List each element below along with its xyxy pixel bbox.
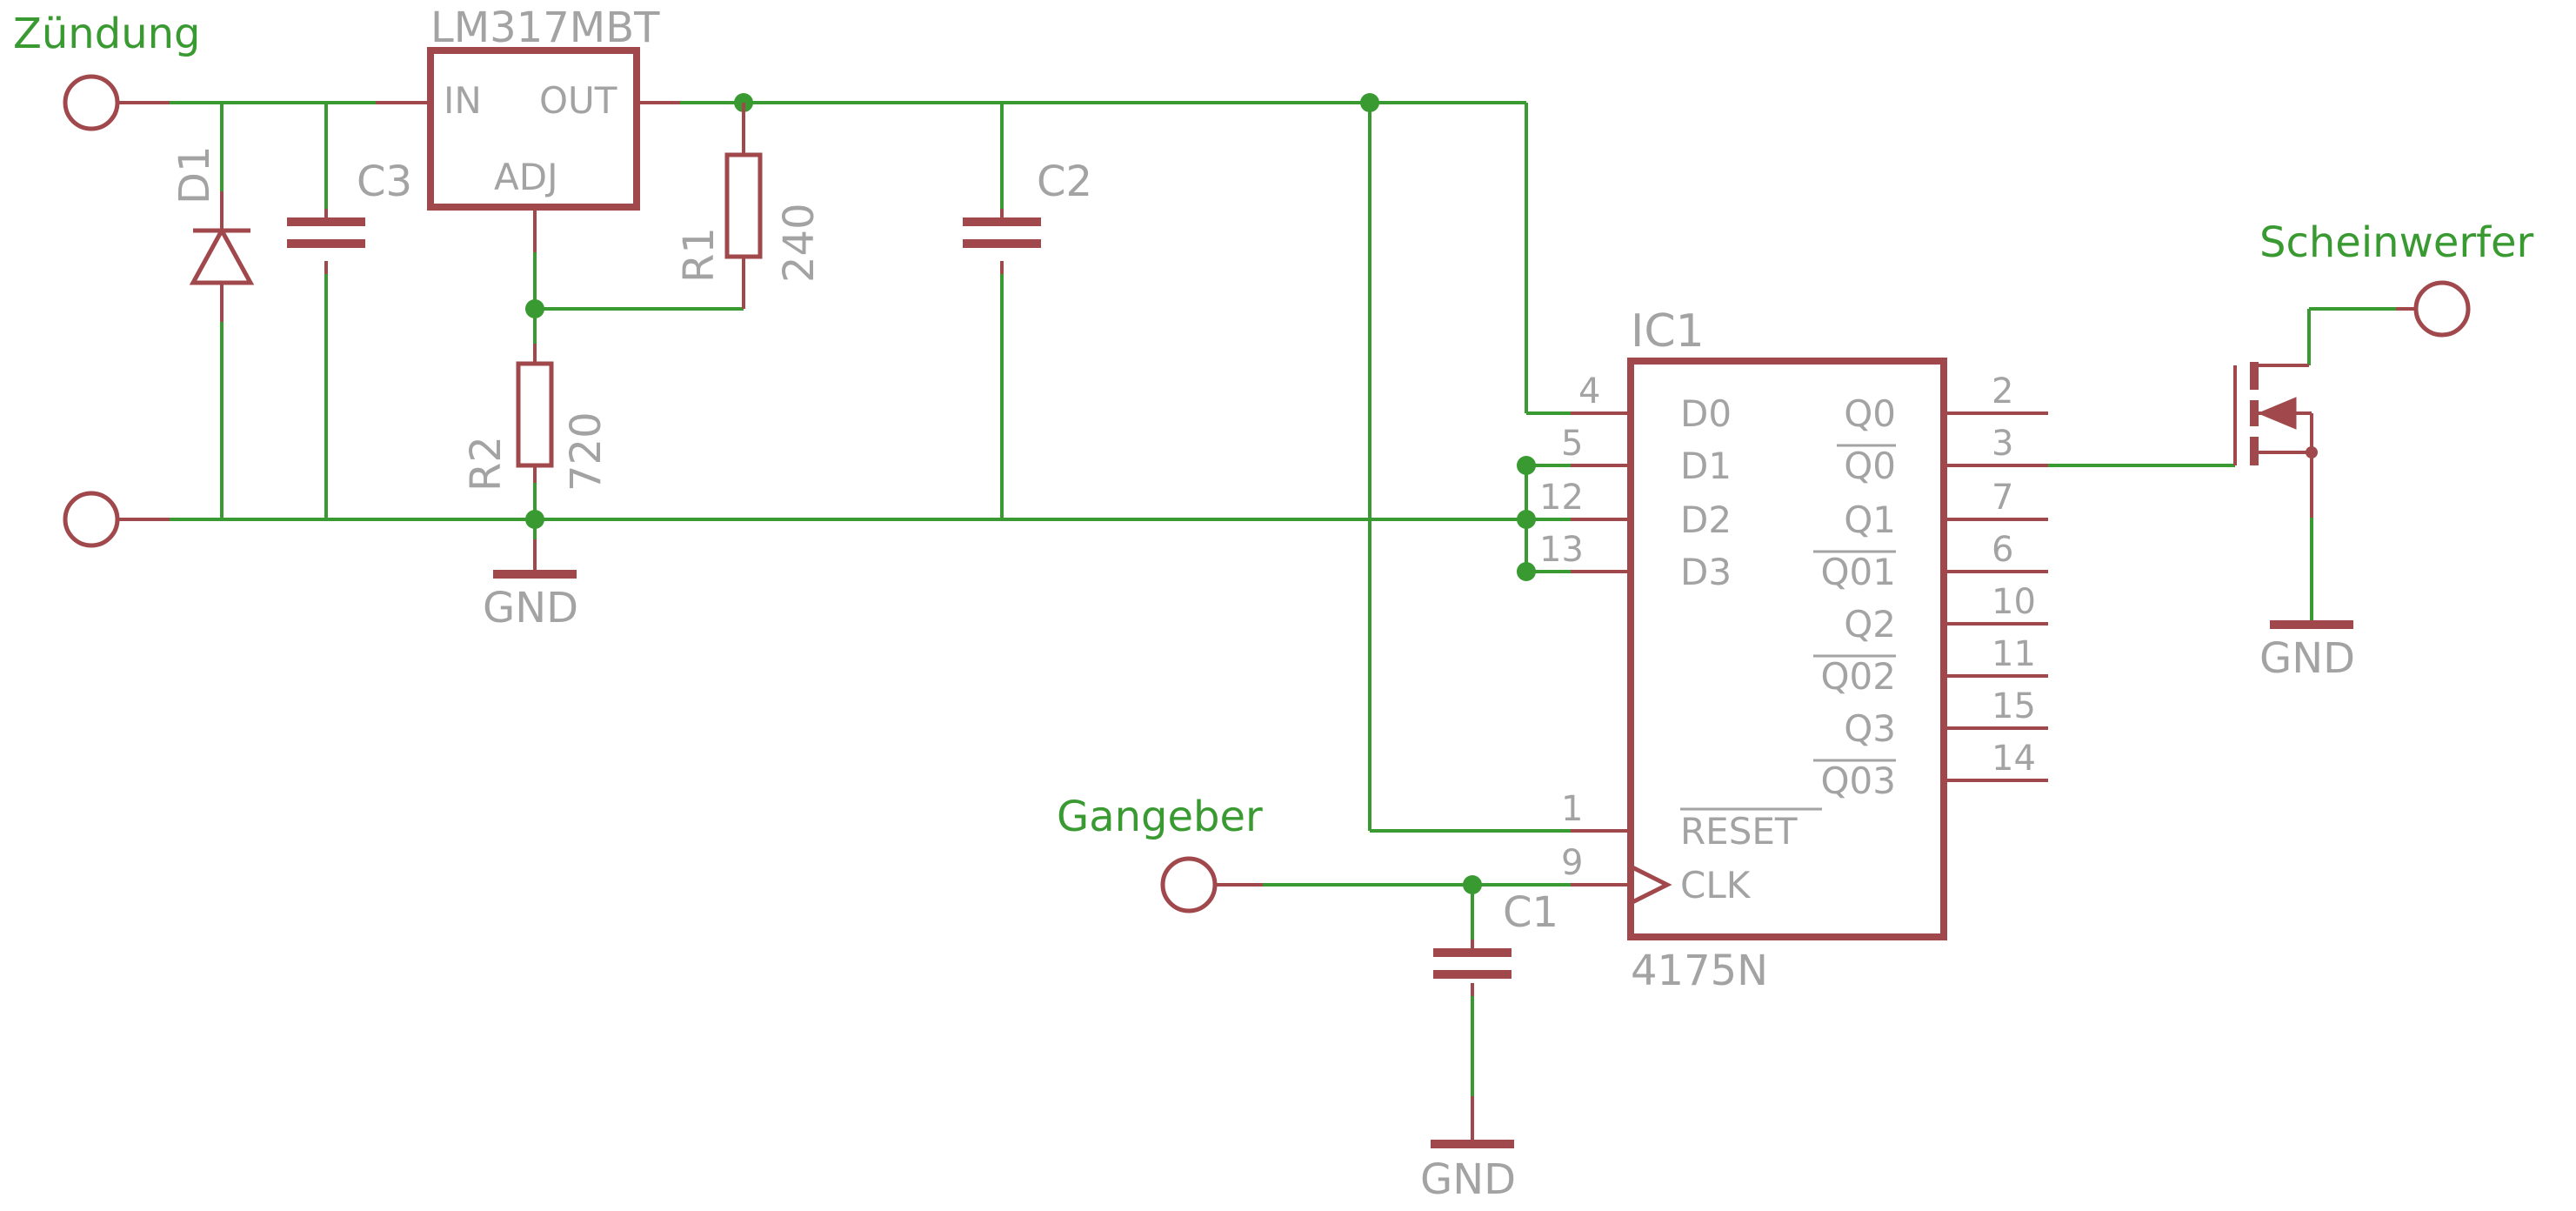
d1-label: D1 (170, 146, 219, 205)
capacitor-c1[interactable]: C1 (1433, 888, 1558, 996)
r1-name: R1 (675, 227, 724, 283)
ground-symbol: GND (483, 539, 578, 632)
ic-pin-label: Q03 (1820, 759, 1896, 802)
ic-pin-label: CLK (1680, 864, 1752, 907)
ic-pin-number: 15 (1992, 686, 2036, 726)
net-label-gangeber: Gangeber (1057, 793, 1263, 841)
net-label-scheinwerfer: Scheinwerfer (2259, 218, 2534, 267)
resistor-r2[interactable]: R2 720 (462, 344, 611, 492)
ic-pin-label: RESET (1680, 810, 1798, 853)
r1-value: 240 (775, 203, 824, 283)
regulator-lm317mbt[interactable]: LM317MBT IN OUT ADJ (376, 3, 680, 252)
ic-pin-number: 6 (1992, 530, 2013, 570)
ic-pin-number: 12 (1539, 478, 1584, 518)
ic-pin-label: D0 (1680, 392, 1732, 435)
c3-label: C3 (357, 157, 412, 206)
regulator-name: LM317MBT (430, 3, 660, 52)
ic-value: 4175N (1631, 947, 1768, 995)
ground-label: GND (1420, 1155, 1516, 1204)
ic-pin-label: D3 (1680, 551, 1732, 593)
ic-pin-label: D2 (1680, 498, 1732, 541)
regulator-pin-in: IN (444, 79, 482, 122)
ic-pin-number: 4 (1578, 371, 1600, 411)
ground-label: GND (2259, 634, 2355, 683)
ground-symbol: GND (2259, 620, 2355, 683)
mosfet[interactable] (2233, 362, 2318, 518)
junction (525, 299, 544, 318)
resistor-r1[interactable]: R1 240 (675, 103, 824, 309)
diode-d1[interactable]: D1 (170, 146, 255, 323)
ic-pin-label: Q0 (1844, 445, 1896, 487)
ic-pin-number: 1 (1561, 789, 1583, 829)
capacitor-c3[interactable]: C3 (287, 157, 412, 274)
ic-pin-number: 11 (1992, 634, 2036, 674)
ic-pin-label: Q1 (1844, 498, 1896, 541)
ic-pin-number: 13 (1539, 530, 1584, 570)
junction (1360, 93, 1379, 112)
r2-name: R2 (462, 436, 511, 492)
ic-pin-number: 7 (1992, 478, 2013, 518)
ic-pin-number: 9 (1561, 843, 1583, 883)
ground-label: GND (483, 584, 578, 632)
ic-pin-label: Q2 (1844, 603, 1896, 646)
capacitor-c2[interactable]: C2 (963, 157, 1092, 274)
terminal-ground-input[interactable] (63, 491, 170, 548)
junctions (525, 93, 1536, 894)
ic-pin-number: 3 (1992, 424, 2013, 464)
ic-pin-number: 2 (1992, 371, 2013, 411)
ic-pin-label: Q0 (1844, 392, 1896, 435)
junction (1517, 456, 1536, 475)
r2-value: 720 (562, 411, 611, 492)
regulator-pin-adj: ADJ (494, 156, 557, 198)
ic-pin-label: D1 (1680, 445, 1732, 487)
regulator-pin-out: OUT (539, 79, 617, 122)
junction (1517, 562, 1536, 581)
ic-right-pins: 2 3 7 6 10 11 15 14 Q0 Q0 Q1 Q01 Q2 Q02 … (1813, 371, 2048, 802)
terminal-gangeber[interactable]: Gangeber (1057, 793, 1263, 913)
ic-pin-label: Q3 (1844, 707, 1896, 750)
terminal-scheinwerfer[interactable]: Scheinwerfer (2259, 218, 2534, 338)
ic-pin-number: 14 (1992, 739, 2036, 779)
junction (1517, 510, 1536, 529)
wires (117, 101, 2396, 1096)
ic-4175n[interactable]: IC1 4175N 4 5 12 13 1 9 D0 D1 D2 D3 RESE… (1539, 305, 2048, 995)
junction (1463, 875, 1482, 894)
mosfet-arrow-icon (2257, 397, 2297, 430)
net-label-zuendung: Zündung (13, 10, 201, 58)
ic-pin-label: Q01 (1820, 551, 1896, 593)
junction (525, 510, 544, 529)
terminal-zuendung[interactable]: Zündung (13, 10, 201, 131)
c1-label: C1 (1503, 888, 1558, 937)
c2-label: C2 (1037, 157, 1092, 206)
ic-pin-label: Q02 (1820, 655, 1896, 698)
ic-name: IC1 (1631, 305, 1705, 358)
ground-symbol: GND (1420, 1096, 1516, 1204)
ic-left-pins: 4 5 12 13 1 9 D0 D1 D2 D3 RESET CLK (1539, 371, 1822, 907)
ic-pin-number: 10 (1992, 582, 2036, 622)
ic-pin-number: 5 (1561, 424, 1583, 464)
